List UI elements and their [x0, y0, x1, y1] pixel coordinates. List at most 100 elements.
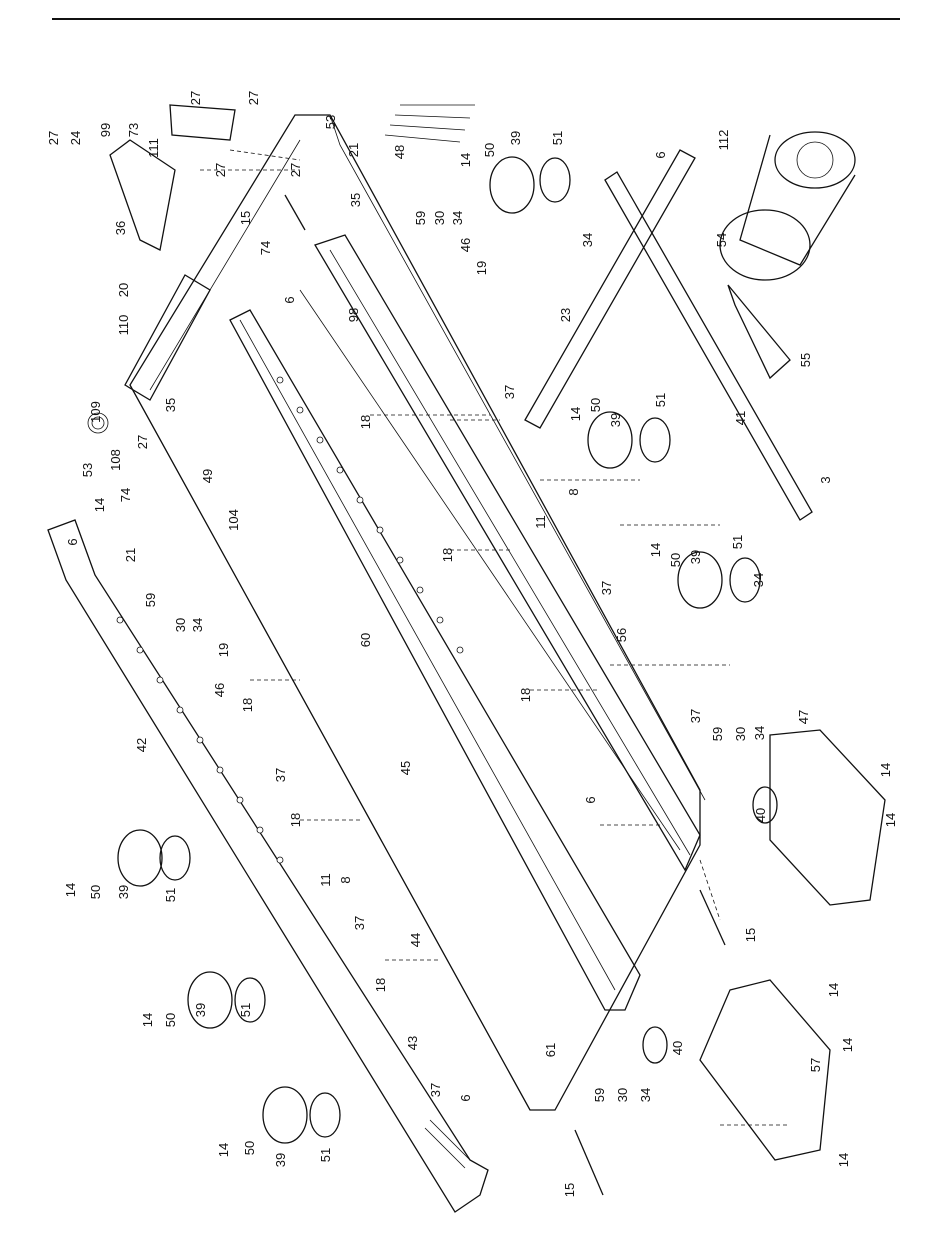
part-number-37: 37	[502, 385, 517, 399]
part-number-53: 53	[80, 463, 95, 477]
part-number-35: 35	[348, 193, 363, 207]
part-number-56: 56	[614, 628, 629, 642]
part-number-51: 51	[163, 888, 178, 902]
part-number-3: 3	[818, 476, 833, 483]
part-number-14: 14	[648, 543, 663, 557]
part-number-111: 111	[146, 138, 161, 158]
part-number-54: 54	[714, 233, 729, 247]
part-number-37: 37	[688, 709, 703, 723]
part-number-108: 108	[108, 449, 123, 471]
part-number-53: 53	[323, 115, 338, 129]
part-number-40: 40	[753, 808, 768, 822]
part-number-99: 99	[98, 123, 113, 137]
part-number-57: 57	[808, 1058, 823, 1072]
part-number-6: 6	[282, 296, 297, 303]
part-number-50: 50	[482, 143, 497, 157]
part-number-37: 37	[599, 581, 614, 595]
part-number-27: 27	[213, 163, 228, 177]
part-number-27: 27	[288, 163, 303, 177]
frame-drawing	[47, 104, 886, 1213]
part-number-55: 55	[798, 353, 813, 367]
part-number-11: 11	[318, 873, 333, 887]
part-number-112: 112	[716, 130, 731, 151]
part-number-39: 39	[608, 413, 623, 427]
part-number-30: 30	[615, 1088, 630, 1102]
part-number-60: 60	[358, 633, 373, 647]
part-number-14: 14	[883, 813, 898, 827]
part-number-21: 21	[346, 143, 361, 157]
part-number-14: 14	[63, 883, 78, 897]
part-number-50: 50	[88, 885, 103, 899]
part-number-61: 61	[543, 1043, 558, 1057]
part-number-50: 50	[668, 553, 683, 567]
part-number-110: 110	[116, 315, 131, 336]
part-number-73: 73	[126, 123, 141, 137]
part-number-51: 51	[238, 1003, 253, 1017]
part-number-8: 8	[338, 876, 353, 883]
part-number-37: 37	[352, 916, 367, 930]
part-number-46: 46	[212, 683, 227, 697]
part-number-45: 45	[398, 761, 413, 775]
part-number-34: 34	[638, 1088, 653, 1102]
part-number-18: 18	[240, 698, 255, 712]
part-number-30: 30	[432, 211, 447, 225]
part-number-27: 27	[135, 435, 150, 449]
part-number-14: 14	[458, 153, 473, 167]
part-number-51: 51	[653, 393, 668, 407]
part-number-27: 27	[46, 131, 61, 145]
part-number-18: 18	[518, 688, 533, 702]
part-number-98: 98	[346, 308, 361, 322]
part-number-21: 21	[123, 548, 138, 562]
part-number-24: 24	[68, 131, 83, 145]
part-number-74: 74	[258, 241, 273, 255]
part-number-46: 46	[458, 238, 473, 252]
part-number-19: 19	[216, 643, 231, 657]
part-number-14: 14	[568, 407, 583, 421]
part-number-18: 18	[358, 415, 373, 429]
part-number-37: 37	[428, 1083, 443, 1097]
part-number-14: 14	[836, 1153, 851, 1167]
part-number-15: 15	[743, 928, 758, 942]
part-number-59: 59	[592, 1088, 607, 1102]
part-number-39: 39	[116, 885, 131, 899]
part-number-14: 14	[840, 1038, 855, 1052]
part-number-30: 30	[173, 618, 188, 632]
part-number-14: 14	[92, 498, 107, 512]
part-number-27: 27	[246, 91, 261, 105]
part-number-34: 34	[450, 211, 465, 225]
part-number-18: 18	[373, 978, 388, 992]
part-number-47: 47	[796, 710, 811, 724]
part-number-74: 74	[118, 488, 133, 502]
part-number-59: 59	[143, 593, 158, 607]
part-number-14: 14	[826, 983, 841, 997]
part-number-6: 6	[458, 1094, 473, 1101]
part-number-42: 42	[134, 738, 149, 752]
part-number-50: 50	[163, 1013, 178, 1027]
part-number-27: 27	[188, 91, 203, 105]
part-number-48: 48	[392, 145, 407, 159]
part-number-50: 50	[588, 398, 603, 412]
part-number-18: 18	[440, 548, 455, 562]
part-number-15: 15	[238, 211, 253, 225]
part-number-19: 19	[474, 261, 489, 275]
part-number-14: 14	[140, 1013, 155, 1027]
part-number-51: 51	[550, 131, 565, 145]
part-number-59: 59	[710, 727, 725, 741]
part-number-37: 37	[273, 768, 288, 782]
part-number-6: 6	[583, 796, 598, 803]
part-number-6: 6	[65, 538, 80, 545]
part-number-51: 51	[318, 1148, 333, 1162]
part-number-6: 6	[653, 151, 668, 158]
part-number-59: 59	[413, 211, 428, 225]
part-number-109: 109	[88, 401, 103, 423]
part-number-39: 39	[273, 1153, 288, 1167]
part-number-8: 8	[566, 488, 581, 495]
part-number-34: 34	[752, 726, 767, 740]
part-number-34: 34	[751, 573, 766, 587]
part-number-35: 35	[163, 398, 178, 412]
part-number-39: 39	[193, 1003, 208, 1017]
part-number-14: 14	[216, 1143, 231, 1157]
part-number-34: 34	[580, 233, 595, 247]
part-number-20: 20	[116, 283, 131, 297]
